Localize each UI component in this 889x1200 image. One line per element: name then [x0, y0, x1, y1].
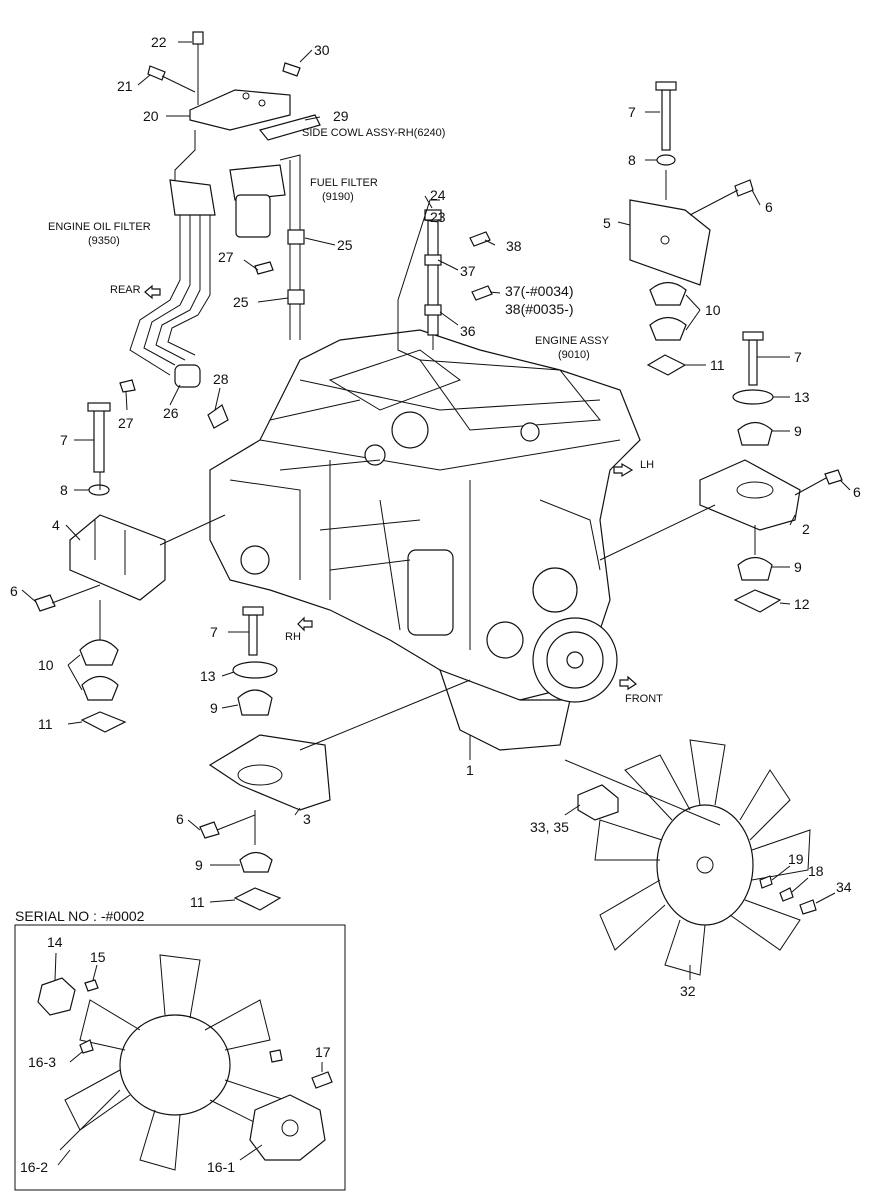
part-number-11-left: 11 — [38, 716, 53, 732]
left-mount-set — [34, 402, 226, 733]
part-number-33-35: 33, 35 — [530, 819, 569, 835]
part-number-9-center-lower: 9 — [195, 857, 203, 873]
part-number-38-serial-note: 38(#0035-) — [505, 301, 574, 317]
leader-lines — [21, 41, 851, 1166]
part-number-7-lower-right: 7 — [794, 349, 802, 365]
part-number-13-center: 13 — [200, 668, 216, 684]
lh-arrow-icon — [613, 462, 634, 478]
part-number-21: 21 — [117, 78, 133, 94]
part-number-22: 22 — [151, 34, 167, 50]
cooling-fan — [564, 739, 817, 976]
fuel-filter-code: (9190) — [322, 191, 354, 203]
serial-no-label: SERIAL NO : -#0002 — [15, 908, 145, 924]
part-number-36: 36 — [460, 323, 476, 339]
engine-assy-label: ENGINE ASSY — [535, 335, 610, 347]
side-cowl-label: SIDE COWL ASSY-RH(6240) — [302, 127, 445, 139]
part-number-27-lower: 27 — [118, 415, 134, 431]
part-number-6-lower-right: 6 — [853, 484, 861, 500]
rh-arrow-icon — [297, 616, 313, 632]
part-number-23: 23 — [430, 209, 446, 225]
part-number-30: 30 — [314, 42, 330, 58]
part-number-15: 15 — [90, 949, 106, 965]
part-number-24: 24 — [430, 187, 446, 203]
part-number-37-serial-note: 37(-#0034) — [505, 283, 574, 299]
center-mount-set — [199, 606, 471, 911]
rear-arrow-icon — [144, 284, 161, 300]
part-numbers: 1 2 3 4 5 6 6 6 6 7 7 7 7 8 8 9 9 9 9 10… — [10, 34, 861, 1175]
part-number-7-center: 7 — [210, 624, 218, 640]
engine-assy-code: (9010) — [558, 349, 590, 361]
serial-box — [14, 924, 346, 1191]
right-lower-mount-set — [599, 331, 843, 613]
part-number-3: 3 — [303, 811, 311, 827]
part-number-26: 26 — [163, 405, 179, 421]
part-number-18: 18 — [808, 863, 824, 879]
part-number-6-upper-right: 6 — [765, 199, 773, 215]
front-label: FRONT — [625, 693, 663, 705]
rear-label: REAR — [110, 284, 141, 296]
part-number-20: 20 — [143, 108, 159, 124]
part-number-9-center-upper: 9 — [210, 700, 218, 716]
engine-assembly — [209, 329, 641, 751]
part-number-37: 37 — [460, 263, 476, 279]
part-number-4: 4 — [52, 517, 60, 533]
part-number-8-left: 8 — [60, 482, 68, 498]
part-number-9-right-lower: 9 — [794, 559, 802, 575]
part-number-8-upper-right: 8 — [628, 152, 636, 168]
part-number-5: 5 — [603, 215, 611, 231]
part-number-25-upper: 25 — [337, 237, 353, 253]
part-number-7-left: 7 — [60, 432, 68, 448]
front-arrow-icon — [619, 675, 638, 691]
part-number-7-upper-right: 7 — [628, 104, 636, 120]
part-number-16-3: 16-3 — [28, 1054, 56, 1070]
serial-fan-assembly — [37, 954, 333, 1171]
part-number-25-lower: 25 — [233, 294, 249, 310]
part-number-13-right: 13 — [794, 389, 810, 405]
right-upper-mount-set — [629, 81, 754, 376]
part-number-11-center: 11 — [190, 894, 205, 910]
filter-assembly — [119, 31, 493, 429]
part-number-17: 17 — [315, 1044, 331, 1060]
part-number-12: 12 — [794, 596, 810, 612]
part-number-6-center: 6 — [176, 811, 184, 827]
part-number-38: 38 — [506, 238, 522, 254]
part-number-19: 19 — [788, 851, 804, 867]
part-number-34: 34 — [836, 879, 852, 895]
part-number-27-upper: 27 — [218, 249, 234, 265]
text-labels: SIDE COWL ASSY-RH(6240) FUEL FILTER (919… — [15, 127, 663, 924]
part-number-32: 32 — [680, 983, 696, 999]
part-number-28: 28 — [213, 371, 229, 387]
part-number-11-right: 11 — [710, 357, 725, 373]
part-number-9-right-upper: 9 — [794, 423, 802, 439]
part-number-29: 29 — [333, 108, 349, 124]
part-number-6-left: 6 — [10, 583, 18, 599]
rh-label: RH — [285, 631, 301, 643]
part-number-10-left: 10 — [38, 657, 54, 673]
part-number-16-1: 16-1 — [207, 1159, 235, 1175]
engine-oil-filter-code: (9350) — [88, 235, 120, 247]
part-number-1: 1 — [466, 762, 474, 778]
part-number-14: 14 — [47, 934, 63, 950]
part-number-2: 2 — [802, 521, 810, 537]
direction-arrows — [144, 284, 638, 691]
part-number-16-2: 16-2 — [20, 1159, 48, 1175]
part-number-10-right: 10 — [705, 302, 721, 318]
lh-label: LH — [640, 459, 654, 471]
engine-oil-filter-label: ENGINE OIL FILTER — [48, 221, 151, 233]
fuel-filter-label: FUEL FILTER — [310, 177, 378, 189]
